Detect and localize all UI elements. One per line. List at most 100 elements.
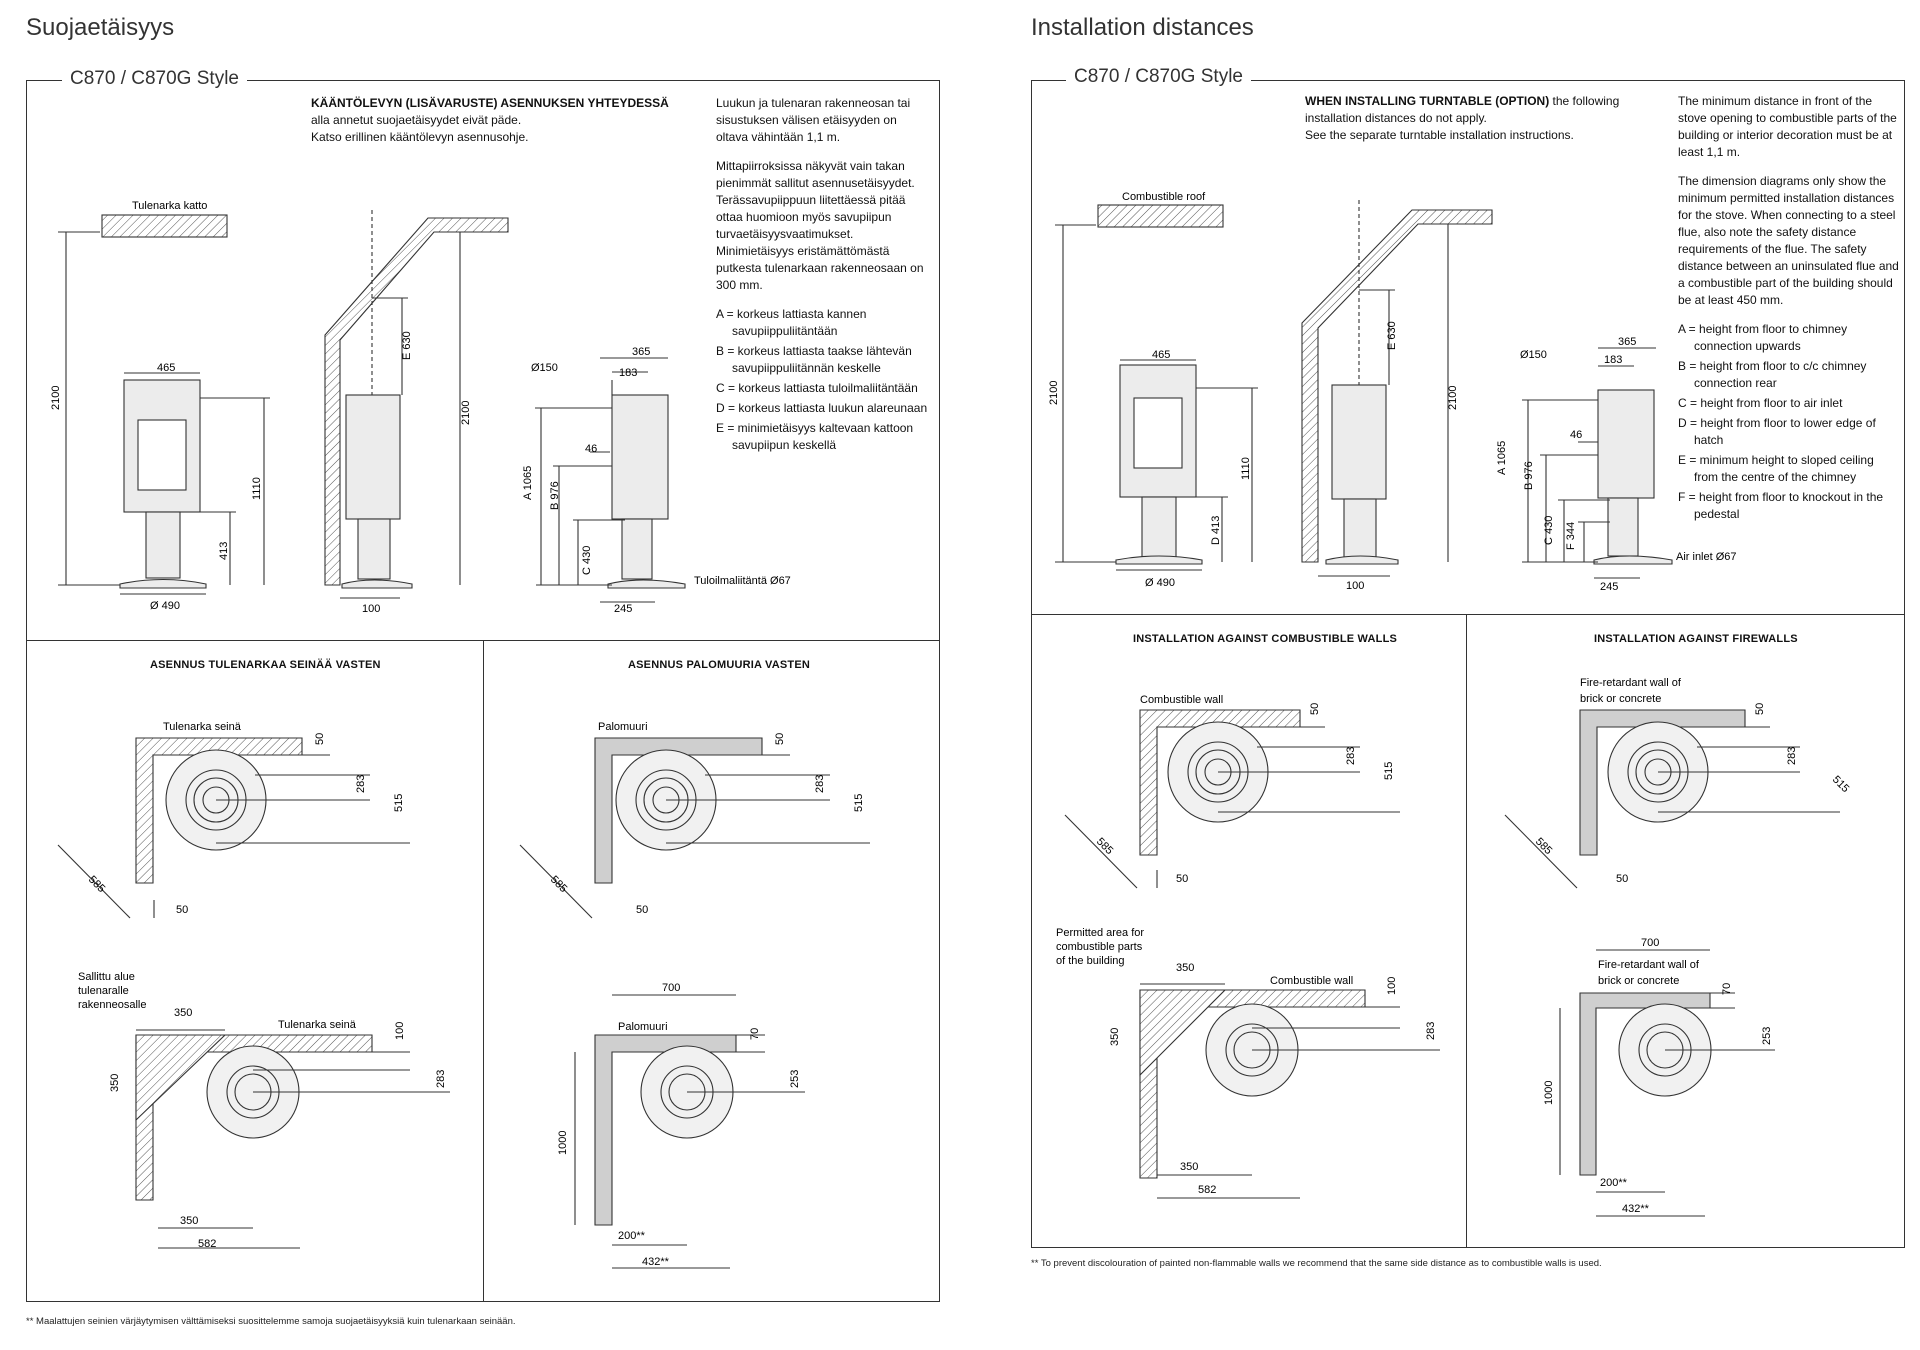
dim-283: 283: [435, 1070, 447, 1088]
left-wall-b1: [519, 737, 870, 919]
dim-582: 582: [1198, 1184, 1216, 1196]
dim-46: 46: [1570, 429, 1582, 441]
left-turntable-line: alla annetut suojaetäisyydet eivät päde.: [311, 113, 522, 127]
right-main-frame: [1031, 80, 1905, 1248]
right-frame-label: C870 / C870G Style: [1066, 66, 1251, 88]
dim-432: 432**: [642, 1256, 670, 1268]
dim-100: 100: [362, 603, 380, 615]
dim-200: 200**: [618, 1230, 646, 1242]
dim-e630: E 630: [1386, 321, 1398, 350]
dim-e630: E 630: [401, 331, 413, 360]
dim-350: 350: [180, 1215, 198, 1227]
dim-515: 515: [393, 794, 405, 812]
right-turntable-bold: WHEN INSTALLING TURNTABLE (OPTION): [1305, 94, 1550, 108]
dim-70: 70: [749, 1028, 761, 1040]
dim-183: 183: [1604, 354, 1622, 366]
dim-c430: C 430: [581, 546, 593, 575]
left-wall-a2: [135, 1029, 450, 1249]
dim-200: 200**: [1600, 1177, 1628, 1189]
dim-700: 700: [1641, 937, 1659, 949]
dim-46: 46: [585, 443, 597, 455]
dim-a1065: A 1065: [522, 466, 534, 500]
right-turntable-note: WHEN INSTALLING TURNTABLE (OPTION) the f…: [1305, 93, 1635, 144]
right-side-view: [1301, 200, 1493, 577]
legend-item: A = korkeus lattiasta kannen savupiippul…: [716, 307, 867, 338]
dim-515: 515: [1383, 762, 1395, 780]
dim-50: 50: [1754, 703, 1766, 715]
dim-283: 283: [1345, 747, 1357, 765]
right-section-b-title: INSTALLATION AGAINST FIREWALLS: [1594, 633, 1798, 645]
dim-1000: 1000: [1543, 1081, 1555, 1105]
dim-490: Ø 490: [150, 600, 180, 612]
dim-50: 50: [176, 904, 188, 916]
dim-2100-side: 2100: [460, 401, 472, 425]
dim-515: 515: [853, 794, 865, 812]
dim-c430: C 430: [1543, 516, 1555, 545]
left-wall-a1: [57, 737, 410, 919]
right-page-heading: Installation distances: [1031, 14, 1254, 41]
stove-base: [119, 578, 207, 589]
right-info-paragraph: The dimension diagrams only show the min…: [1678, 174, 1899, 307]
roof-hatch: [101, 214, 228, 238]
left-turntable-bold: KÄÄNTÖLEVYN (LISÄVARUSTE) ASENNUKSEN YHT…: [311, 96, 669, 110]
dim-100: 100: [394, 1022, 406, 1040]
wall-label-b2: Palomuuri: [618, 1021, 668, 1033]
stove-front-glass: [137, 419, 187, 491]
left-section-a-title: ASENNUS TULENARKAA SEINÄÄ VASTEN: [150, 659, 381, 671]
left-turntable-note: KÄÄNTÖLEVYN (LISÄVARUSTE) ASENNUKSEN YHT…: [311, 95, 671, 146]
left-divider-v: [483, 640, 484, 1302]
dim-432: 432**: [1622, 1203, 1650, 1215]
left-info-paragraph: Mittapiirroksissa näkyvät vain takan pie…: [716, 159, 924, 292]
right-section-a-title: INSTALLATION AGAINST COMBUSTIBLE WALLS: [1133, 633, 1398, 645]
dim-d150: Ø150: [1520, 349, 1547, 361]
dim-50: 50: [774, 733, 786, 745]
legend-item: F = height from floor to knockout in the…: [1678, 490, 1884, 521]
dim-1110: 1110: [251, 477, 263, 500]
legend-item: B = korkeus lattiasta taakse lähtevän sa…: [716, 344, 912, 375]
legend-item: C = korkeus lattiasta tuloilmaliitäntään: [716, 381, 918, 395]
dim-283: 283: [1786, 747, 1798, 765]
left-front-view: [58, 214, 270, 595]
dim-100: 100: [1346, 580, 1364, 592]
left-info-block: Luukun ja tulenaran rakenneosan tai sisu…: [716, 95, 928, 457]
legend-item: C = height from floor to air inlet: [1678, 396, 1843, 410]
dim-50: 50: [1176, 873, 1188, 885]
legend-item: E = minimietäisyys kaltevaan kattoon sav…: [716, 421, 914, 452]
left-page-heading: Suojaetäisyys: [26, 14, 175, 41]
left-wall-b2: [574, 994, 805, 1269]
dim-465: 465: [1152, 349, 1170, 361]
dim-283: 283: [355, 775, 367, 793]
right-front-view: [1055, 204, 1258, 571]
sloped-ceiling-hatch: [324, 217, 509, 586]
dim-50: 50: [1616, 873, 1628, 885]
roof-label: Combustible roof: [1122, 191, 1206, 203]
air-inlet-label: Tuloilmaliitäntä Ø67: [694, 575, 791, 587]
dim-a1065: A 1065: [1496, 441, 1508, 475]
dim-70: 70: [1721, 983, 1733, 995]
right-wall-a2: [1139, 983, 1440, 1199]
right-footnote: ** To prevent discolouration of painted …: [1031, 1258, 1602, 1269]
dim-d413: D 413: [1210, 516, 1222, 545]
dim-1110: 1110: [1240, 457, 1252, 480]
right-turntable-line: installation distances do not apply.: [1305, 111, 1487, 125]
right-divider-h: [1031, 614, 1905, 615]
dim-365: 365: [1618, 336, 1636, 348]
dim-365: 365: [632, 346, 650, 358]
dim-f344: F 344: [1565, 522, 1577, 550]
stove-pedestal: [145, 511, 181, 579]
left-frame-label: C870 / C870G Style: [62, 68, 247, 90]
dim-50: 50: [1309, 703, 1321, 715]
right-wall-a1: [1064, 709, 1400, 889]
dim-585: 585: [1533, 836, 1554, 857]
dim-253: 253: [789, 1070, 801, 1088]
right-divider-v: [1466, 614, 1467, 1248]
legend-item: E = minimum height to sloped ceiling fro…: [1678, 453, 1874, 484]
dim-2100: 2100: [1048, 381, 1060, 405]
dim-413: 413: [218, 542, 230, 560]
dim-350: 350: [1176, 962, 1194, 974]
